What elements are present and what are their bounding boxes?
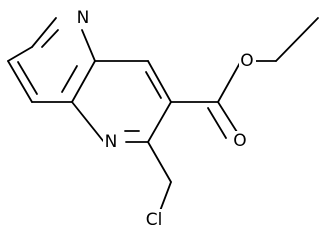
bond-left-double-1 bbox=[17, 61, 38, 95]
bond-left-double-3 bbox=[41, 29, 59, 48]
chlorine-group: Cl bbox=[139, 209, 170, 231]
bond-c7-c8 bbox=[147, 60, 172, 103]
bond-c2-c3 bbox=[7, 46, 33, 62]
bond-right-double-1 bbox=[145, 71, 162, 99]
nitrogen-2-label: N bbox=[105, 132, 118, 152]
bond-c6-n1 bbox=[81, 29, 96, 62]
bond-carbonyl-c-o-double-2 bbox=[207, 107, 227, 139]
nitrogen-2-group: N bbox=[103, 132, 120, 152]
nitrogen-1-label: N bbox=[77, 8, 90, 28]
ether-oxygen-label: O bbox=[240, 51, 253, 71]
bond-c9-ch2cl bbox=[147, 141, 172, 183]
carbonyl-oxygen-label: O bbox=[233, 131, 246, 151]
bond-c3-c4 bbox=[7, 60, 33, 103]
bond-carbonyl-c-ether-o bbox=[217, 60, 242, 103]
bond-c5-c6 bbox=[71, 60, 96, 103]
bond-left-double-2 bbox=[61, 65, 78, 93]
chlorine-label: Cl bbox=[146, 210, 163, 230]
bond-ch2-cl bbox=[159, 181, 172, 212]
bond-ch2-ch3 bbox=[275, 17, 319, 62]
bond-n2-c5 bbox=[71, 101, 105, 143]
carbonyl-oxygen-group: O bbox=[232, 131, 249, 151]
nitrogen-1-group: N bbox=[75, 8, 92, 28]
bond-carbonyl-c-o-double-1 bbox=[217, 101, 238, 133]
bond-c8-c9 bbox=[147, 101, 172, 143]
bond-c1-c2 bbox=[31, 17, 57, 48]
ether-oxygen-group: O bbox=[239, 50, 256, 71]
